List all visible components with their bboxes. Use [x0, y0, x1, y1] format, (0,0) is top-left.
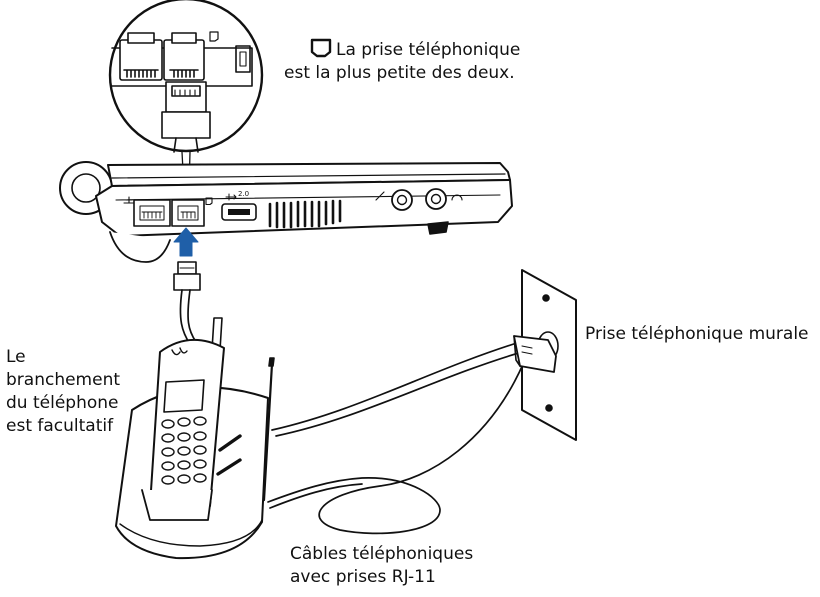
optional-line2: branchement — [6, 370, 121, 390]
laptop — [59, 161, 513, 263]
insert-arrow — [173, 227, 199, 257]
jack-note-line1: La prise téléphonique — [336, 40, 521, 60]
network-icon — [123, 196, 135, 204]
jack-note-line2: est la plus petite des deux. — [284, 63, 515, 83]
phone-jack-icon — [310, 38, 332, 58]
phone-jack-icon — [205, 197, 213, 206]
cables-line2: avec prises RJ-11 — [290, 567, 436, 587]
wall-jack-label: Prise téléphonique murale — [585, 324, 809, 344]
wall-jack — [513, 269, 577, 441]
usb-icon — [225, 193, 237, 201]
air-vents — [268, 199, 342, 229]
optional-line3: du téléphone — [6, 393, 119, 413]
phone-cables — [179, 289, 525, 535]
cables-line1: Câbles téléphoniques — [290, 544, 474, 564]
cordless-phone — [115, 317, 275, 560]
usb-marking: 2.0 — [238, 190, 250, 198]
rj11-plug — [173, 261, 201, 291]
cables-label: Câbles téléphoniques avec prises RJ-11 — [290, 543, 473, 589]
optional-line4: est facultatif — [6, 416, 114, 436]
microphone-icon — [375, 191, 385, 201]
headphones-icon — [451, 194, 463, 201]
jack-note-label: La prise téléphonique est la plus petite… — [284, 38, 521, 85]
magnifier-inset — [108, 0, 264, 153]
optional-line1: Le — [6, 347, 26, 367]
optional-connection-label: Le branchement du téléphone est facultat… — [6, 346, 120, 438]
